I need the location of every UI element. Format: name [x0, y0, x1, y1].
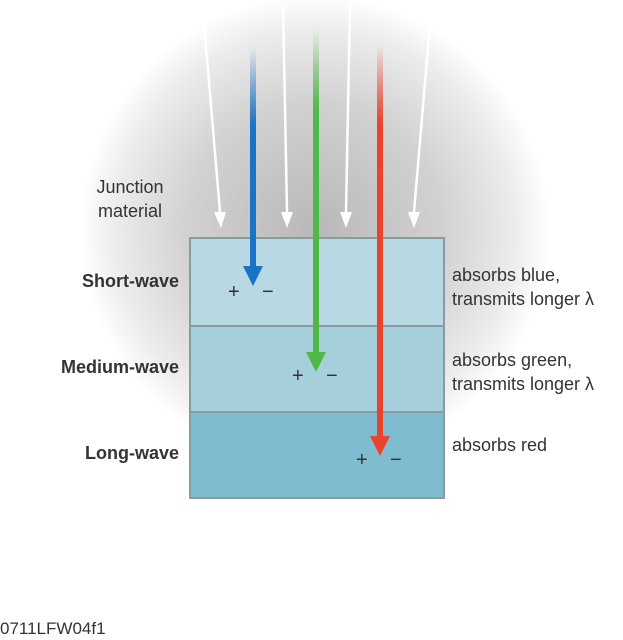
minus-sign-medium: − — [326, 365, 338, 387]
short-wave-desc-line1: absorbs blue, — [452, 265, 561, 285]
figure-id: 0711LFW04f1 — [0, 619, 106, 638]
short-wave-desc-line2: transmits longer λ — [452, 289, 595, 309]
white-arrow-1-head — [214, 212, 226, 228]
layer-name-medium-wave: Medium-wave — [60, 357, 179, 377]
white-arrow-2 — [281, 4, 289, 213]
incident-light-arrows — [200, 0, 434, 228]
plus-sign-medium: + — [292, 365, 304, 387]
junction-label-line2: material — [97, 201, 163, 221]
minus-sign-short: − — [262, 281, 274, 303]
white-arrow-2-head — [281, 212, 293, 228]
junction-label-line1: Junction — [96, 177, 164, 197]
white-arrow-3 — [344, 4, 352, 213]
white-arrow-3-head — [340, 212, 352, 228]
blue-light-arrow — [243, 48, 263, 286]
red-light-arrow — [370, 44, 390, 456]
white-arrow-1 — [200, 0, 222, 213]
plus-sign-short: + — [228, 281, 240, 303]
white-arrow-4-head — [408, 212, 420, 228]
long-wave-layer — [189, 411, 445, 499]
medium-wave-desc-line2: transmits longer λ — [452, 374, 595, 394]
green-light-arrow — [306, 30, 326, 372]
layer-name-long-wave: Long-wave — [84, 443, 179, 463]
minus-sign-long: − — [390, 449, 402, 471]
long-wave-desc-line1: absorbs red — [452, 435, 548, 455]
layer-name-short-wave: Short-wave — [81, 271, 179, 291]
medium-wave-desc-line1: absorbs green, — [452, 350, 573, 370]
white-arrow-4 — [412, 0, 434, 213]
plus-sign-long: + — [356, 449, 368, 471]
